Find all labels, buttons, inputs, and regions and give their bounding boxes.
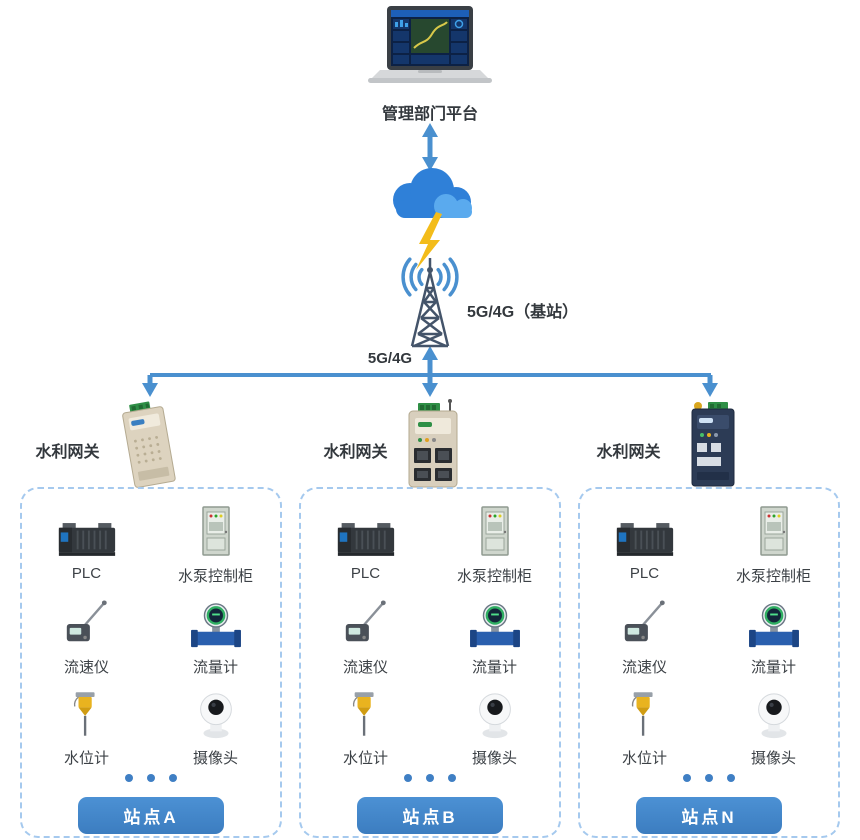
device-label: 水泵控制柜: [735, 568, 811, 585]
water-level-gauge-icon: [351, 691, 375, 737]
pump-control-cabinet-icon: [480, 506, 509, 556]
device-label: 流速仪: [63, 659, 109, 676]
device-label: PLC: [71, 565, 102, 582]
flow-meter-icon: [189, 602, 242, 649]
device-label: 摄像头: [192, 750, 238, 767]
gateway-3-label: 水利网关: [596, 444, 661, 461]
device-water-level-gauge: 水位计: [22, 687, 151, 768]
device-pump-cabinet: 水泵控制柜: [430, 505, 559, 586]
water-level-gauge-icon: [72, 691, 96, 737]
device-water-level-gauge: 水位计: [301, 687, 430, 768]
plc-icon: [336, 522, 395, 557]
device-velocity-meter: 流速仪: [22, 596, 151, 677]
gateway-device-icon: [120, 398, 177, 489]
device-plc: PLC: [301, 505, 430, 586]
device-flow-meter: 流量计: [151, 596, 280, 677]
device-label: 水位计: [621, 750, 667, 767]
device-grid: PLC 水泵控制柜 流速仪 流量计 水位计 摄像头: [301, 505, 559, 768]
ellipsis-dots: [580, 774, 838, 782]
site-box-a: PLC 水泵控制柜 流速仪 流量计 水位计 摄像头: [20, 487, 282, 838]
gateway-1-label: 水利网关: [35, 444, 100, 461]
gateway-1: [112, 396, 186, 500]
device-flow-meter: 流量计: [430, 596, 559, 677]
device-label: 水位计: [63, 750, 109, 767]
flow-meter-icon: [468, 602, 521, 649]
device-label: PLC: [350, 565, 381, 582]
device-label: PLC: [629, 565, 660, 582]
camera-icon: [478, 693, 511, 739]
device-label: 摄像头: [471, 750, 517, 767]
device-camera: 摄像头: [709, 687, 838, 768]
site-box-b: PLC 水泵控制柜 流速仪 流量计 水位计 摄像头: [299, 487, 561, 838]
site-button-b[interactable]: 站点B: [357, 797, 503, 834]
ellipsis-dots: [301, 774, 559, 782]
device-plc: PLC: [22, 505, 151, 586]
device-plc: PLC: [580, 505, 709, 586]
pump-control-cabinet-icon: [201, 506, 230, 556]
camera-icon: [199, 693, 232, 739]
device-label: 摄像头: [750, 750, 796, 767]
device-pump-cabinet: 水泵控制柜: [709, 505, 838, 586]
gateway-2: [398, 398, 468, 498]
device-pump-cabinet: 水泵控制柜: [151, 505, 280, 586]
device-label: 流速仪: [342, 659, 388, 676]
ellipsis-dots: [22, 774, 280, 782]
management-platform: [360, 4, 500, 101]
flow-velocity-meter-icon: [62, 598, 112, 650]
site-button-a[interactable]: 站点A: [78, 797, 224, 834]
device-label: 流量计: [750, 659, 796, 676]
gateway-3: [684, 400, 742, 495]
flow-velocity-meter-icon: [620, 598, 670, 650]
device-velocity-meter: 流速仪: [580, 596, 709, 677]
device-flow-meter: 流量计: [709, 596, 838, 677]
gateway-device-icon: [408, 398, 458, 488]
pump-control-cabinet-icon: [759, 506, 788, 556]
device-camera: 摄像头: [151, 687, 280, 768]
flow-meter-icon: [747, 602, 800, 649]
device-velocity-meter: 流速仪: [301, 596, 430, 677]
device-label: 流速仪: [621, 659, 667, 676]
camera-icon: [757, 693, 790, 739]
device-label: 水位计: [342, 750, 388, 767]
device-label: 流量计: [471, 659, 517, 676]
device-water-level-gauge: 水位计: [580, 687, 709, 768]
device-camera: 摄像头: [430, 687, 559, 768]
device-label: 水泵控制柜: [177, 568, 253, 585]
device-grid: PLC 水泵控制柜 流速仪 流量计 水位计 摄像头: [580, 505, 838, 768]
water-level-gauge-icon: [630, 691, 654, 737]
flow-velocity-meter-icon: [341, 598, 391, 650]
plc-icon: [615, 522, 674, 557]
link-label: 5G/4G: [367, 350, 413, 367]
device-label: 水泵控制柜: [456, 568, 532, 585]
site-button-n[interactable]: 站点N: [636, 797, 782, 834]
device-label: 流量计: [192, 659, 238, 676]
base-station-label: 5G/4G（基站）: [467, 304, 579, 321]
site-box-n: PLC 水泵控制柜 流速仪 流量计 水位计 摄像头: [578, 487, 840, 838]
laptop-dashboard-icon: [367, 5, 493, 84]
gateway-2-label: 水利网关: [323, 444, 388, 461]
platform-label: 管理部门平台: [381, 106, 478, 123]
device-grid: PLC 水泵控制柜 流速仪 流量计 水位计 摄像头: [22, 505, 280, 768]
plc-icon: [57, 522, 116, 557]
gateway-device-icon: [691, 401, 735, 487]
